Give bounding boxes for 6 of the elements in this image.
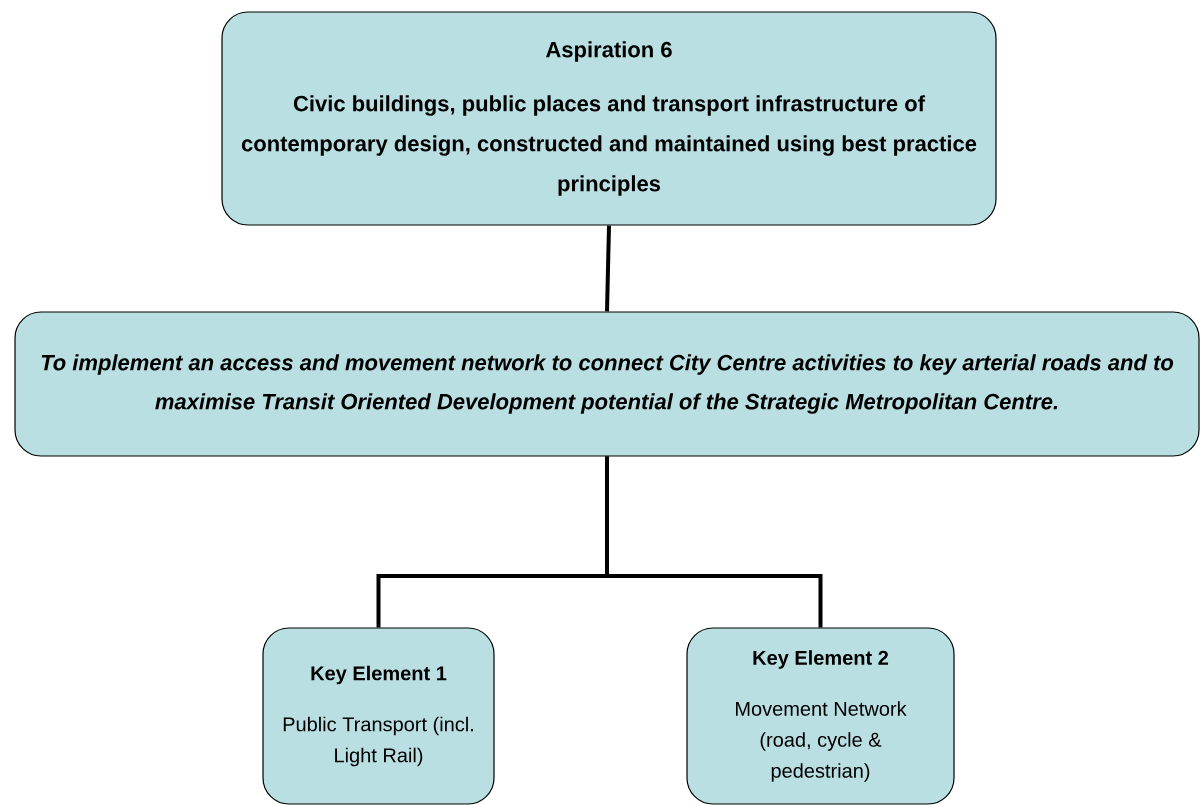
connector-line [605, 225, 611, 312]
text-box: Key Element 1 Public Transport (incl. Light Rail) [262, 627, 495, 805]
text-box: Aspiration 6 Civic buildings, public places and transport infrastructure of contemporary design, constructed and maintained using best practice principles [221, 11, 997, 226]
text-box: To implement an access and movement network to connect City Centre activities to key arterial roads and to maximise Transit Oriented Development potential of the Strategic Metropolitan Centre. [14, 311, 1200, 457]
connector-line [605, 456, 823, 628]
text-box: Key Element 2 Movement Network (road, cycle & pedestrian) [686, 627, 955, 805]
